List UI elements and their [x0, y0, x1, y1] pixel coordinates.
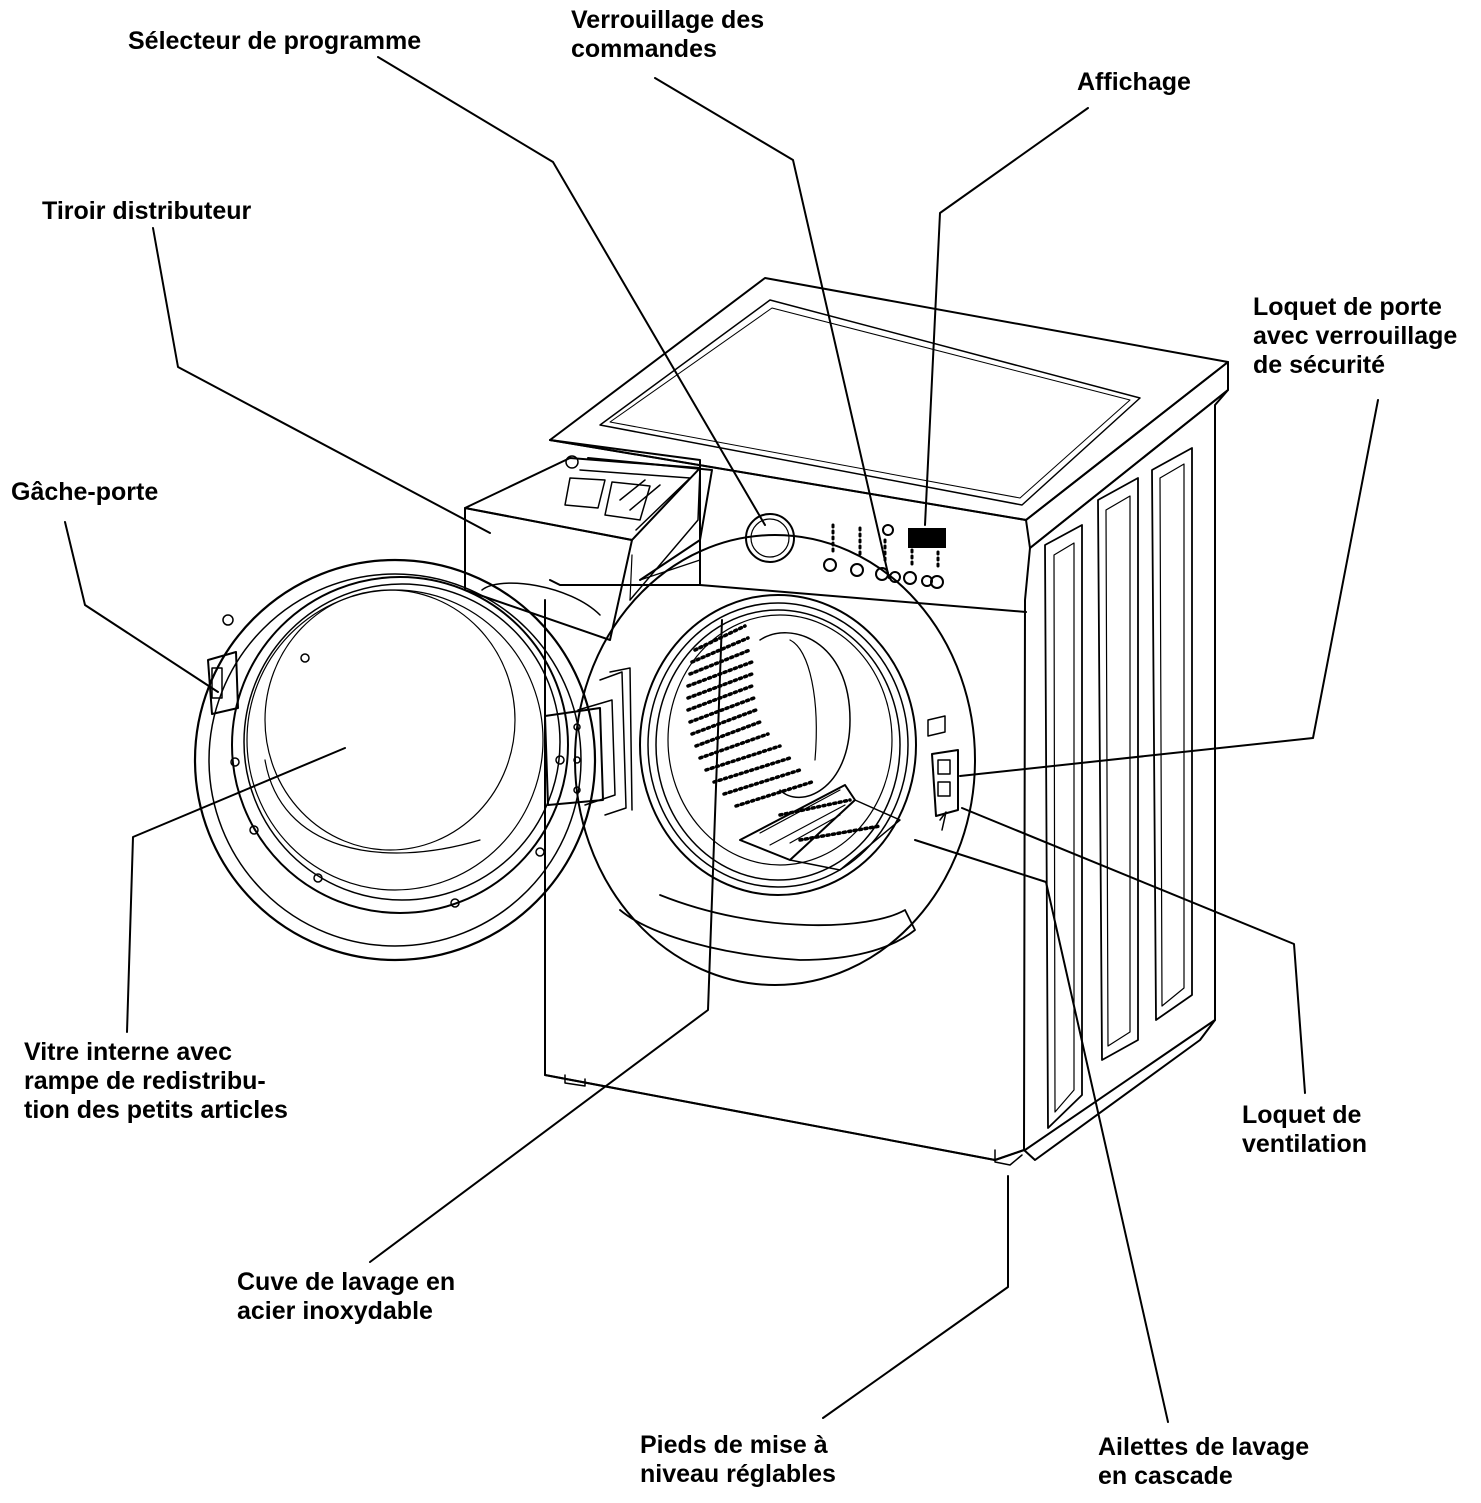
leader-pieds — [822, 1175, 1009, 1419]
leader-verrouillage — [654, 77, 890, 579]
door-hinge — [544, 667, 633, 816]
label-tiroir-distributeur: Tiroir distributeur — [42, 197, 252, 225]
leader-vitre — [126, 747, 346, 1033]
leader-ailettes — [914, 839, 1169, 1423]
label-loquet-porte: Loquet de porte avec verrouillage de séc… — [1253, 293, 1458, 379]
leader-loquet-ventilation — [961, 807, 1306, 1094]
leader-cuve — [369, 619, 723, 1263]
leader-gache — [64, 521, 219, 693]
label-gache-porte: Gâche-porte — [11, 478, 159, 506]
leader-selecteur — [377, 56, 766, 526]
label-ailettes-lavage: Ailettes de lavage en cascade — [1098, 1433, 1310, 1490]
label-verrouillage-commandes: Verrouillage des commandes — [571, 6, 765, 63]
door-latch-area — [927, 715, 959, 831]
washer-cabinet — [544, 277, 1229, 1166]
label-loquet-ventilation: Loquet de ventilation — [1242, 1101, 1368, 1158]
door-opening — [574, 534, 976, 986]
leader-affichage — [924, 107, 1089, 526]
label-cuve-lavage: Cuve de lavage en acier inoxydable — [237, 1268, 456, 1325]
leader-tiroir — [152, 227, 491, 534]
leader-loquet-porte — [959, 399, 1379, 777]
open-door — [193, 558, 597, 962]
dispenser-drawer — [464, 457, 713, 641]
leader-lines — [64, 56, 1379, 1423]
label-selecteur-programme: Sélecteur de programme — [128, 27, 422, 55]
label-vitre-interne: Vitre interne avec rampe de redistribu- … — [24, 1038, 288, 1124]
cascade-lifter — [739, 784, 901, 871]
label-affichage: Affichage — [1077, 68, 1191, 96]
drum-perforations — [686, 624, 882, 842]
side-panel-recesses — [1044, 447, 1193, 1129]
label-pieds-mise-niveau: Pieds de mise à niveau réglables — [640, 1431, 836, 1488]
